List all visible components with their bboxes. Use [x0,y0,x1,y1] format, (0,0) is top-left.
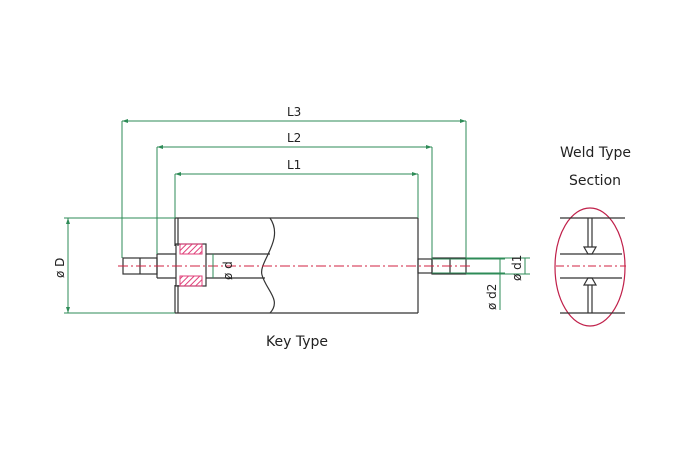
weld-caption-line1: Weld Type [560,145,631,161]
dim-l3-label: L3 [287,105,301,119]
dim-d-outer-label: ø D [53,258,67,278]
key-type-caption: Key Type [266,334,328,350]
key-hub [175,243,207,287]
weld-caption-line2: Section [569,173,621,189]
weld-section-detail [554,207,626,327]
dim-d2-label: ø d2 [485,284,499,310]
dim-l1-label: L1 [287,158,301,172]
dimension-lines [64,120,530,314]
dimension-arrows [66,119,466,313]
dim-d1-label: ø d1 [510,255,524,281]
dim-l2-label: L2 [287,131,301,145]
roller-body [174,217,419,314]
dim-d-inner-label: ø d [221,261,235,280]
